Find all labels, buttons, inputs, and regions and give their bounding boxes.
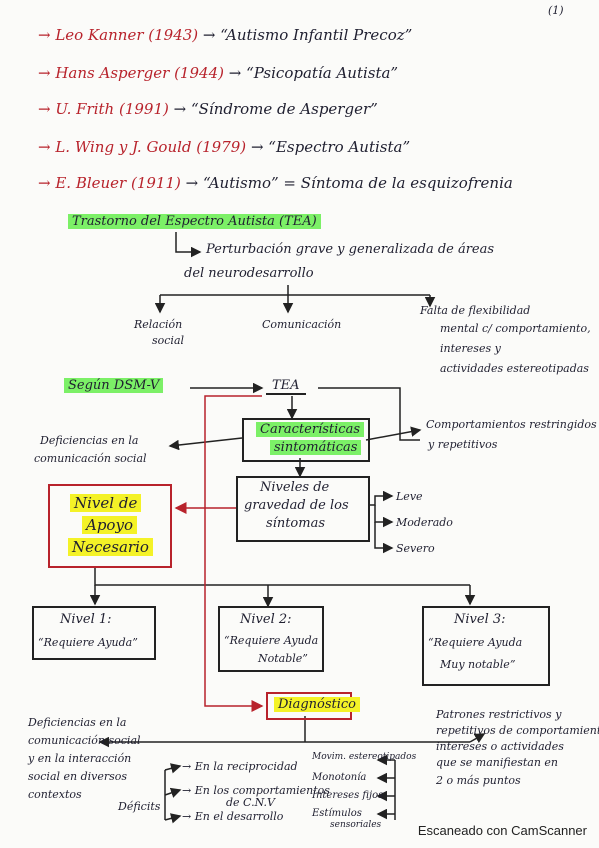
history-item: → Hans Asperger (1944) → “Psicopatía Aut… — [38, 64, 399, 82]
right-item: Estímulos — [312, 808, 362, 819]
right-item: Intereses fijos — [312, 790, 384, 801]
right-comportamientos-1: Comportamientos restringidos — [426, 418, 597, 431]
right-item: sensoriales — [330, 820, 382, 830]
tea-center: TEA — [266, 378, 306, 395]
severity-leve: Leve — [396, 490, 423, 503]
tea-definition-line2: del neurodesarrollo — [184, 266, 314, 281]
caracteristicas-box: Características sintomáticas — [242, 418, 370, 462]
branch-relacion-2: social — [152, 334, 185, 347]
tea-definition-line1: Perturbación grave y generalizada de áre… — [206, 242, 495, 257]
diag-left-1: Deficiencias en la — [28, 716, 127, 729]
diag-left-2: comunicación social — [28, 734, 141, 747]
severity-moderado: Moderado — [396, 516, 453, 529]
branch-falta-3: intereses y — [440, 342, 501, 355]
diag-left-5: contextos — [28, 788, 82, 801]
severity-severo: Severo — [396, 542, 435, 555]
diag-right-3: intereses o actividades — [436, 740, 564, 753]
nivel-2-box: Nivel 2: “Requiere Ayuda Notable” — [218, 606, 324, 672]
deficit-item: → En el desarrollo — [182, 810, 284, 823]
diag-right-5: 2 o más puntos — [436, 774, 521, 787]
tea-title: Trastorno del Espectro Autista (TEA) — [68, 214, 321, 229]
right-item: Movim. estereotipados — [312, 752, 417, 762]
branch-falta-4: actividades estereotipadas — [440, 362, 589, 375]
left-deficiencias-2: comunicación social — [34, 452, 147, 465]
branch-relacion: Relación — [134, 318, 183, 331]
right-item: Monotonía — [312, 772, 367, 783]
history-item: → U. Frith (1991) → “Síndrome de Asperge… — [38, 100, 378, 118]
page-number: (1) — [548, 4, 564, 17]
deficit-item: → En la reciprocidad — [182, 760, 298, 773]
branch-comunicacion: Comunicación — [262, 318, 342, 331]
diagnostico-box: Diagnóstico — [266, 692, 361, 720]
diag-right-1: Patrones restrictivos y — [436, 708, 562, 721]
left-deficiencias-1: Deficiencias en la — [40, 434, 139, 447]
history-item: → Leo Kanner (1943) → “Autismo Infantil … — [38, 26, 413, 44]
niveles-gravedad-box: Niveles de gravedad de los síntomas — [236, 476, 370, 542]
diag-right-4: que se manifiestan en — [436, 756, 559, 769]
deficits-label: Déficits — [118, 800, 161, 813]
diag-right-2: repetitivos de comportamientos — [436, 724, 599, 737]
history-item: → L. Wing y J. Gould (1979) → “Espectro … — [38, 138, 411, 156]
nivel-1-box: Nivel 1: “Requiere Ayuda” — [32, 606, 156, 660]
apoyo-box: Nivel de Apoyo Necesario — [48, 484, 172, 568]
deficit-item: → En los comportamientos — [182, 784, 330, 797]
diag-left-4: social en diversos — [28, 770, 128, 783]
right-comportamientos-2: y repetitivos — [428, 438, 498, 451]
branch-falta-1: Falta de flexibilidad — [420, 304, 531, 317]
deficit-item: de C.N.V — [226, 796, 275, 809]
history-item: → E. Bleuer (1911) → “Autismo” = Síntoma… — [38, 174, 513, 192]
dsm-label: Según DSM-V — [64, 378, 164, 393]
branch-falta-2: mental c/ comportamiento, — [440, 322, 591, 335]
camscanner-watermark: Escaneado con CamScanner — [417, 823, 587, 838]
nivel-3-box: Nivel 3: “Requiere Ayuda Muy notable” — [422, 606, 550, 686]
diag-left-3: y en la interacción — [28, 752, 132, 765]
